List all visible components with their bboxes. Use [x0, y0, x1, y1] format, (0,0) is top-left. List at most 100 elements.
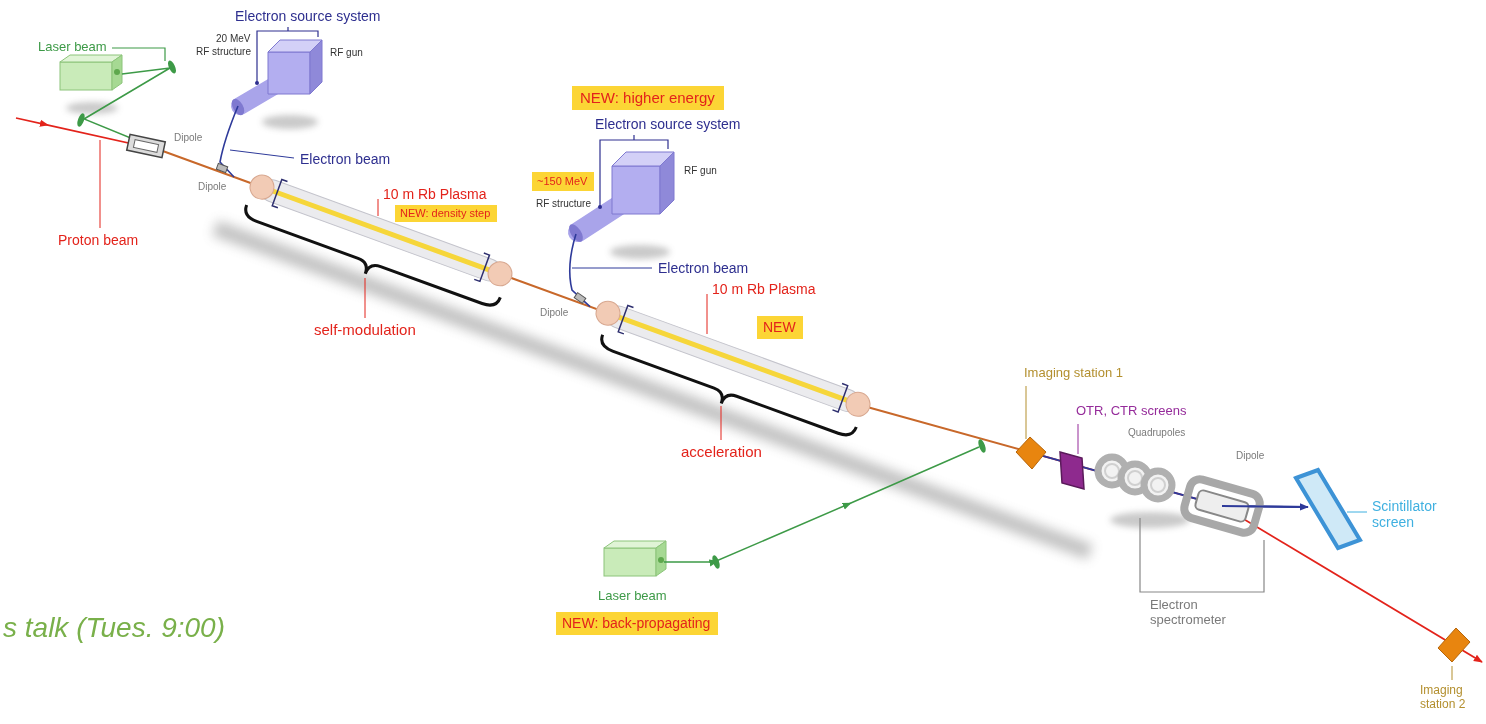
- plasma-cell: [593, 298, 624, 329]
- system-label: Electron source system: [595, 116, 742, 132]
- talk-note: s talk (Tues. 9:00): [3, 612, 227, 644]
- magnet-label: Quadrupoles: [1128, 427, 1187, 439]
- new-badge: ~150 MeV: [532, 172, 594, 191]
- quadrupole-magnet: [1144, 471, 1172, 499]
- rf-gun: [268, 52, 310, 94]
- label-text: Electron spectrometer: [1150, 598, 1242, 628]
- label-text: Electron source system: [595, 116, 742, 132]
- diagnostic-label: Scintillator screen: [1372, 498, 1456, 530]
- label-text: Electron beam: [658, 260, 750, 276]
- label-text: 10 m Rb Plasma: [383, 186, 488, 202]
- leader-line: [1452, 666, 1453, 680]
- label-text: Imaging station 1: [1024, 366, 1125, 381]
- beam-line: [1040, 455, 1482, 662]
- label-text: Dipole: [198, 181, 228, 193]
- electron-beam-line: [1222, 506, 1308, 507]
- electron-beam-line: [220, 106, 294, 177]
- label-text: RF structure: [196, 46, 253, 58]
- scintillator-screen: [1296, 470, 1360, 548]
- label-text: Dipole: [174, 132, 204, 144]
- plasma-cell: [485, 258, 516, 289]
- label-text: Imaging station 2: [1420, 684, 1478, 712]
- electron-beam-line: [570, 234, 590, 307]
- label-text: RF structure: [536, 198, 593, 210]
- curly-brace: [238, 205, 500, 320]
- label-text: RF gun: [330, 47, 364, 59]
- laser-beam-path: [166, 59, 177, 74]
- quadrupole-magnet: [1105, 464, 1119, 478]
- rf-gun: [612, 152, 674, 214]
- laser-beam-path: [977, 438, 987, 453]
- quadrupole-magnet: [1098, 457, 1172, 499]
- component-label: RF gun: [684, 165, 718, 177]
- floor-shadow: [215, 228, 1090, 552]
- source-bracket: [598, 135, 668, 209]
- leader-line: [100, 140, 101, 228]
- imaging-screen: [1438, 628, 1470, 662]
- plasma-cell: [617, 317, 848, 401]
- label-text: self-modulation: [314, 321, 417, 338]
- label-text: Laser beam: [38, 40, 108, 55]
- rf-structure: [566, 222, 585, 244]
- source-bracket: [257, 27, 318, 82]
- laser-device: [60, 55, 122, 90]
- floor-shadow: [1110, 512, 1190, 528]
- label-text: Laser beam: [598, 589, 668, 604]
- dipole-magnet: [216, 163, 227, 172]
- label-text: acceleration: [681, 443, 763, 460]
- beam-label: Proton beam: [58, 232, 140, 248]
- label-text: Scintillator screen: [1372, 498, 1456, 530]
- laser-device: [112, 55, 122, 90]
- stage-label: self-modulation: [314, 321, 417, 338]
- laser-beam-path: [76, 48, 178, 150]
- laser-beam-path: [76, 112, 86, 127]
- label-text: Dipole: [1236, 450, 1266, 462]
- stage-label: acceleration: [681, 443, 763, 460]
- rf-gun: [310, 40, 322, 94]
- label-text: s talk (Tues. 9:00): [3, 612, 227, 644]
- laser-device: [604, 541, 666, 576]
- label-text: RF gun: [684, 165, 718, 177]
- quadrupole-magnet: [1151, 478, 1165, 492]
- source-bracket: [255, 81, 259, 85]
- imaging-screen: [1016, 437, 1046, 469]
- source-bracket: [600, 135, 668, 206]
- leader-line: [721, 406, 722, 440]
- new-badge: NEW: back-propagating: [556, 612, 718, 635]
- magnet-label: Dipole: [540, 307, 570, 319]
- label-text: Dipole: [540, 307, 570, 319]
- laser-beam-path: [664, 438, 987, 569]
- beam-label: Electron beam: [300, 151, 392, 167]
- electron-beam-line: [570, 234, 652, 307]
- laser-beam-path: [84, 68, 170, 150]
- laser-beam-path: [112, 48, 165, 61]
- new-badge: NEW: density step: [395, 205, 497, 222]
- plasma-cell: [604, 303, 862, 415]
- laser-beam-path: [711, 554, 721, 569]
- rf-gun: [268, 40, 322, 94]
- laser-device: [656, 541, 666, 576]
- label-text: Quadrupoles: [1128, 427, 1187, 439]
- spectrometer-bracket: [1140, 518, 1264, 592]
- badge-text: NEW: [763, 319, 797, 335]
- beam-label: Electron beam: [658, 260, 750, 276]
- dipole-magnet: [133, 140, 158, 153]
- magnet-label: Dipole: [198, 181, 228, 193]
- badge-text: ~150 MeV: [537, 175, 589, 188]
- magnet-label: Dipole: [174, 132, 204, 144]
- plasma-cell: [246, 170, 516, 291]
- laser-beam-path: [664, 447, 979, 562]
- otr-ctr-screen: [1060, 452, 1084, 489]
- new-badge: NEW: [757, 316, 803, 339]
- dipole-magnet: [574, 293, 586, 304]
- dipole-magnet: [574, 293, 586, 304]
- laser-device: [604, 548, 656, 576]
- leader-line: [1078, 424, 1079, 454]
- dipole-magnet: [216, 163, 227, 172]
- component-label: RF structure: [196, 46, 253, 58]
- curly-brace: [238, 205, 500, 320]
- plasma-cell: [271, 191, 490, 271]
- component-label: RF gun: [330, 47, 364, 59]
- source-bracket: [598, 205, 602, 209]
